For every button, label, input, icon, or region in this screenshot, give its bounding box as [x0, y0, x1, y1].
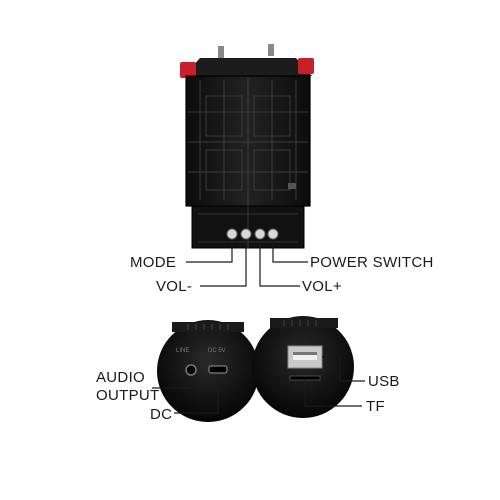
- red-trim-right: [298, 58, 314, 74]
- top-pin-right: [268, 44, 274, 56]
- dc-label: DC: [150, 406, 173, 423]
- mode-button: [226, 228, 238, 240]
- usb-label: USB: [368, 373, 400, 390]
- control-panel: [191, 205, 305, 249]
- mode-label: MODE: [130, 254, 177, 271]
- red-trim-left: [180, 62, 196, 78]
- micro-usb-port-icon: [208, 365, 228, 374]
- left-port-closeup: LINE DC 5V: [157, 320, 259, 422]
- vol-plus-button: [254, 228, 266, 240]
- right-port-closeup: [252, 316, 354, 418]
- tf-label: TF: [366, 398, 385, 415]
- power-switch-button: [267, 228, 279, 240]
- svg-text:LINE: LINE: [176, 348, 189, 354]
- button-leader-lines: [186, 240, 308, 287]
- top-pin-left: [218, 46, 224, 58]
- tf-slot-icon: [289, 375, 321, 381]
- vol-plus-label: VOL+: [302, 278, 342, 295]
- vol-minus-label: VOL-: [156, 278, 193, 295]
- power-switch-label: POWER SWITCH: [310, 254, 434, 271]
- audio-output-label-line2: OUTPUT: [96, 387, 160, 404]
- audio-output-label-line1: AUDIO: [96, 369, 146, 386]
- port-leader-lines: [152, 356, 365, 414]
- svg-text:DC 5V: DC 5V: [208, 348, 226, 354]
- speaker-body: [185, 75, 311, 207]
- audio-jack-icon: [185, 364, 197, 376]
- top-cap: [184, 58, 312, 76]
- vol-minus-button: [240, 228, 252, 240]
- side-latch: [288, 183, 296, 189]
- speaker-top: [180, 44, 314, 78]
- panel-grid: [188, 78, 308, 205]
